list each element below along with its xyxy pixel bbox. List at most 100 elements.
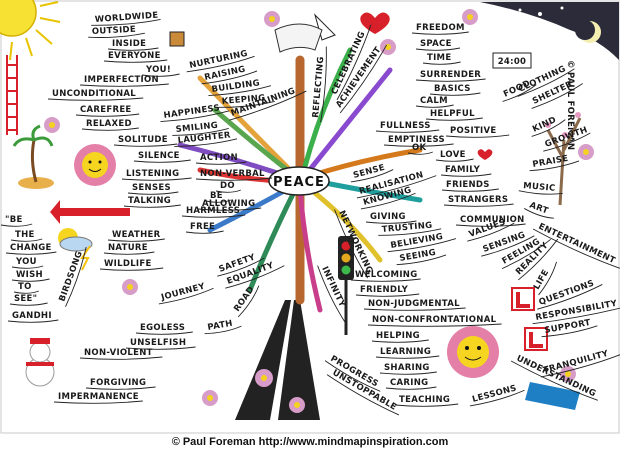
branch-road xyxy=(237,285,260,318)
clock-icon: 24:00 xyxy=(492,52,532,69)
branch-forgiving xyxy=(85,386,156,390)
word-you: YOU xyxy=(15,257,37,267)
branch-non-confrontational xyxy=(367,323,502,327)
branch-love xyxy=(435,158,474,162)
center-node xyxy=(268,166,330,196)
branch-questions xyxy=(537,284,603,310)
branch-harmless xyxy=(181,214,246,218)
branch-progress xyxy=(324,360,381,392)
branch-wish xyxy=(11,278,50,282)
word-helpful: HELPFUL xyxy=(430,109,475,119)
branch-the xyxy=(10,238,43,242)
branch-carefree xyxy=(75,113,140,117)
branch-welcoming xyxy=(350,278,421,282)
branch-trusting xyxy=(378,228,442,236)
branch-unstoppable xyxy=(326,374,400,416)
branch-sharing xyxy=(379,371,437,375)
branch-family xyxy=(440,173,492,177)
branch-giving xyxy=(365,220,417,224)
word-gandhi: GANDHI xyxy=(12,311,52,321)
word-emptiness: EMPTINESS xyxy=(388,135,445,145)
branch-journey xyxy=(158,287,214,305)
branch-tranquility xyxy=(540,354,620,378)
word-friends: FRIENDS xyxy=(446,180,490,190)
branch-reflecting xyxy=(320,46,327,123)
branch-change xyxy=(5,251,57,255)
branch-friends xyxy=(441,188,499,192)
word-music: MUSIC xyxy=(523,181,556,194)
branch-be xyxy=(205,199,231,203)
word-be: BE xyxy=(210,191,223,201)
branch-lessons xyxy=(469,389,525,407)
word-senses: SENSES xyxy=(132,183,171,193)
branch-sensing xyxy=(481,235,535,257)
center-label: PEACE xyxy=(273,175,325,190)
arrow-icon xyxy=(50,200,130,224)
branch-surrender xyxy=(415,78,486,82)
book-icon xyxy=(525,382,580,410)
word-wish: WISH xyxy=(16,270,43,280)
branch-seeing xyxy=(396,254,447,266)
weather-cloud-icon xyxy=(58,228,93,271)
word-free: FREE xyxy=(190,222,215,232)
word-everyone: EVERYONE xyxy=(108,51,161,61)
branch-inside xyxy=(107,47,159,51)
branch-believing xyxy=(387,238,457,253)
branch-building xyxy=(208,85,272,96)
branch-infinity xyxy=(317,265,346,323)
word-freedom: FREEDOM xyxy=(416,23,465,33)
branch-caring xyxy=(385,386,437,390)
road-icon xyxy=(235,300,320,420)
branch-path xyxy=(204,325,242,335)
branch-life xyxy=(538,261,557,296)
credit-line: © Paul Foreman http://www.mindmapinspira… xyxy=(171,436,449,448)
branch-relaxed xyxy=(81,127,139,131)
branch-smiling xyxy=(172,128,229,136)
branch-teaching xyxy=(394,403,459,407)
word-space: SPACE xyxy=(420,39,452,49)
word-silence: SILENCE xyxy=(138,151,180,161)
word-strangers: STRANGERS xyxy=(448,195,508,205)
branch-impermanence xyxy=(53,400,143,404)
traffic-light-icon xyxy=(338,236,354,335)
branch-unselfish xyxy=(125,346,196,350)
word-action: ACTION xyxy=(200,153,238,163)
branch-fullness xyxy=(375,129,440,133)
branch-sense xyxy=(350,169,394,183)
word-non-violent: NON-VIOLENT xyxy=(84,348,153,358)
word-allowing: ALLOWING xyxy=(202,199,255,209)
word-giving: GIVING xyxy=(370,212,406,222)
word-relaxed: RELAXED xyxy=(86,119,132,129)
word-family: FAMILY xyxy=(445,165,481,175)
word-nature: NATURE xyxy=(108,243,148,253)
branch-realisation xyxy=(356,175,437,199)
word-outside: OUTSIDE xyxy=(92,25,137,37)
word-egoless: EGOLESS xyxy=(140,323,185,333)
word-communion: COMMUNION xyxy=(460,215,525,225)
branch-silence xyxy=(133,159,191,163)
word-teaching: TEACHING xyxy=(399,395,450,405)
branch-basics xyxy=(429,92,481,96)
branch-helpful xyxy=(425,117,483,121)
branch-solitude xyxy=(113,143,178,147)
sun-icon xyxy=(0,0,61,61)
branch-clothing xyxy=(517,68,575,97)
word-listening: LISTENING xyxy=(126,169,179,179)
branch-outside xyxy=(88,32,145,38)
word-forgiving: FORGIVING xyxy=(90,378,146,388)
word-imperfection: IMPERFECTION xyxy=(84,75,159,85)
branch-celebrating xyxy=(336,24,372,101)
word-ok: OK xyxy=(412,143,427,153)
word-worldwide: WORLDWIDE xyxy=(95,11,159,25)
branch-maintaining xyxy=(229,90,307,121)
word-impermanence: IMPERMANENCE xyxy=(58,392,139,402)
word-keeping: KEEPING xyxy=(221,93,266,107)
word-be: "BE xyxy=(5,215,23,225)
branch-music xyxy=(518,190,563,195)
word-learning: LEARNING xyxy=(380,347,431,357)
heart-icon xyxy=(360,12,493,160)
branch-everyone xyxy=(103,59,168,63)
branch-you xyxy=(11,265,44,269)
branch-equality xyxy=(225,265,285,289)
